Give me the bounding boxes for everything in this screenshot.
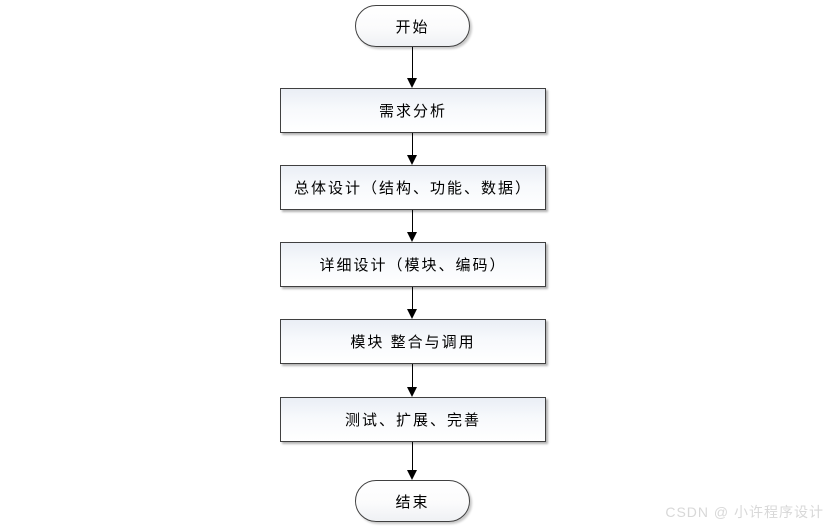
flow-arrow-5 [406, 364, 419, 397]
arrow-head-icon [406, 78, 417, 88]
arrow-head-icon [406, 232, 417, 242]
arrow-line [411, 442, 414, 472]
arrow-head-icon [406, 155, 417, 165]
start-label: 开始 [395, 18, 430, 36]
flowchart-node-module-integration: 模块 整合与调用 [280, 319, 546, 364]
flowchart-node-detailed-design: 详细设计（模块、编码） [280, 242, 546, 287]
watermark: CSDN @ 小许程序设计 [665, 504, 824, 520]
process-label: 详细设计（模块、编码） [319, 257, 507, 274]
arrow-line [411, 47, 414, 80]
flowchart-node-start: 开始 [355, 5, 470, 47]
process-label: 需求分析 [378, 103, 447, 120]
arrow-line [411, 210, 414, 234]
arrow-head-icon [406, 387, 417, 397]
flow-arrow-3 [406, 210, 419, 242]
flowchart-node-end: 结束 [355, 480, 470, 522]
flow-arrow-4 [406, 287, 419, 319]
end-label: 结束 [395, 493, 430, 511]
process-label: 测试、扩展、完善 [344, 412, 481, 429]
arrow-line [411, 133, 414, 157]
flow-arrow-6 [406, 442, 419, 480]
flowchart-node-overall-design: 总体设计（结构、功能、数据） [280, 165, 546, 210]
arrow-head-icon [406, 470, 417, 480]
flowchart-node-testing-improvement: 测试、扩展、完善 [280, 397, 546, 442]
process-label: 模块 整合与调用 [350, 334, 476, 351]
arrow-line [411, 287, 414, 311]
process-label: 总体设计（结构、功能、数据） [293, 180, 532, 197]
flow-arrow-1 [406, 47, 419, 88]
flow-arrow-2 [406, 133, 419, 165]
flowchart-node-requirements-analysis: 需求分析 [280, 88, 546, 133]
arrow-line [411, 364, 414, 389]
arrow-head-icon [406, 309, 417, 319]
